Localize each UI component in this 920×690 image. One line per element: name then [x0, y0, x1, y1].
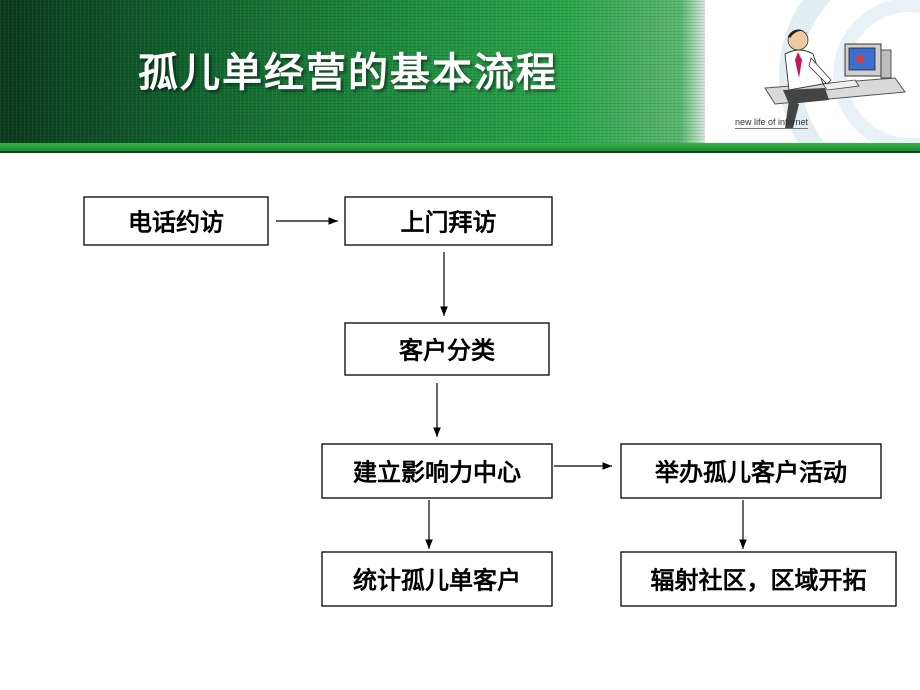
- node-box: [321, 551, 553, 607]
- node-label: 统计孤儿单客户: [353, 566, 521, 595]
- node-label: 上门拜访: [401, 208, 497, 237]
- node-classify: 客户分类: [344, 322, 550, 376]
- node-visit: 上门拜访: [344, 196, 553, 246]
- node-radiate: 辐射社区，区域开拓: [620, 551, 897, 607]
- header-rule: [0, 143, 920, 151]
- node-label: 举办孤儿客户活动: [654, 458, 847, 487]
- header-rule-shadow: [0, 151, 920, 153]
- flowchart-edges: [276, 217, 747, 549]
- slide-title: 孤儿单经营的基本流程: [138, 50, 558, 96]
- node-label: 电话约访: [128, 208, 224, 237]
- node-box: [321, 443, 553, 499]
- node-box: [344, 322, 550, 376]
- node-activity: 举办孤儿客户活动: [620, 443, 882, 499]
- node-influence: 建立影响力中心: [321, 443, 553, 499]
- node-box: [344, 196, 553, 246]
- man-at-computer-illustration: [764, 0, 920, 143]
- node-label: 建立影响力中心: [353, 458, 521, 487]
- node-box: [620, 551, 897, 607]
- node-label: 客户分类: [399, 336, 496, 365]
- node-label: 辐射社区，区域开拓: [651, 566, 867, 595]
- header-photo: [705, 0, 920, 143]
- node-box: [83, 196, 269, 246]
- node-box: [620, 443, 882, 499]
- header-texture: [0, 0, 705, 143]
- tagline: new life of internet: [735, 117, 809, 129]
- node-phone: 电话约访: [83, 196, 269, 246]
- node-count: 统计孤儿单客户: [321, 551, 553, 607]
